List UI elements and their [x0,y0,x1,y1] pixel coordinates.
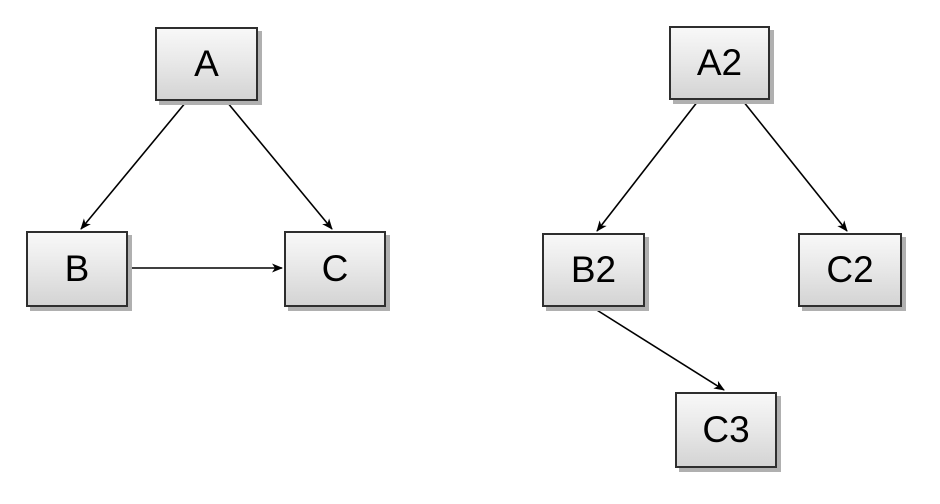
node-c2-label: C2 [826,248,874,290]
node-c-label: C [321,247,349,289]
node-b2-label: B2 [570,248,617,290]
node-b: B [26,231,128,307]
node-c2: C2 [798,233,902,307]
edge-a2-b2 [596,100,699,232]
edge-a-b [80,101,187,230]
node-a2: A2 [669,26,770,100]
edge-a-c [226,101,333,230]
node-c3-label: C3 [702,408,750,450]
node-c3: C3 [675,392,777,468]
node-b-label: B [64,247,90,289]
node-a: A [155,27,258,101]
edge-b2-c3 [591,306,725,391]
edge-a2-c2 [742,100,848,232]
node-a2-label: A2 [696,41,743,83]
node-a-label: A [194,42,219,84]
node-c: C [284,231,386,307]
node-b2: B2 [542,233,645,307]
